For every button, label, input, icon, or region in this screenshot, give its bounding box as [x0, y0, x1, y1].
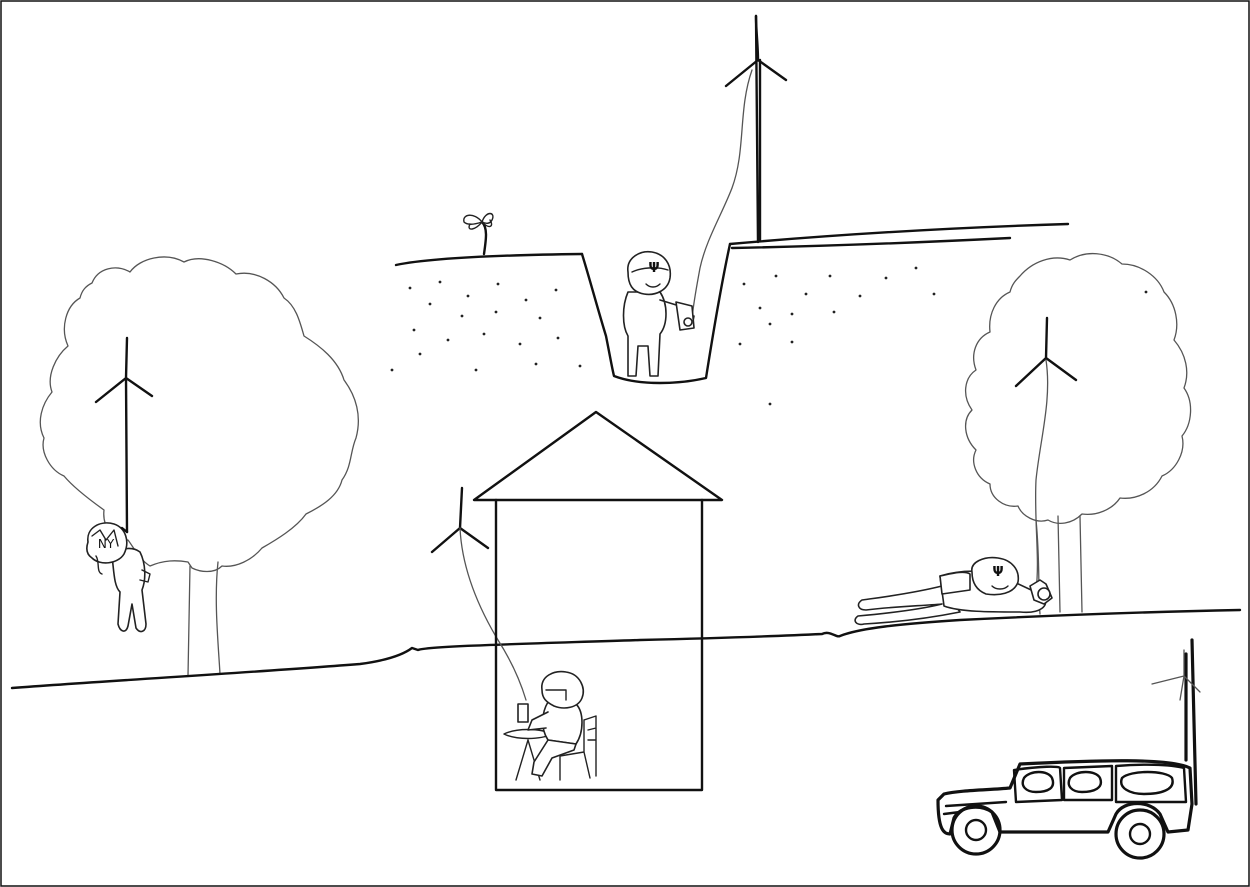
figure-lying: Ψ	[854, 556, 1053, 626]
soil-dots	[390, 266, 1148, 406]
vehicle-wheel-rear	[1114, 808, 1166, 860]
hill-line-left	[394, 252, 584, 267]
chair	[559, 715, 597, 781]
pit-figure-body	[622, 291, 667, 377]
vehicle-wheel-front	[950, 804, 1002, 856]
lying-figure-emblem: Ψ	[992, 565, 1003, 580]
pit-figure-emblem: Ψ	[648, 261, 659, 276]
tree-left	[39, 256, 359, 677]
phone-icon	[517, 703, 529, 723]
tree-left-trunk	[187, 561, 221, 677]
cable-house	[459, 527, 527, 701]
lying-figure-helmet	[971, 556, 1020, 596]
house-walls	[494, 498, 704, 792]
turbine-tree-left	[94, 336, 154, 534]
turbine-tree-right	[1014, 316, 1078, 591]
house	[472, 410, 724, 792]
turbine-vehicle	[1151, 649, 1201, 701]
turbine-top	[691, 14, 788, 319]
tree-right-canopy	[965, 253, 1192, 525]
vehicle-windows	[1012, 763, 1188, 804]
tree-left-canopy	[39, 256, 359, 573]
vehicle	[936, 638, 1198, 860]
hanging-cap-letters: NY	[98, 537, 115, 551]
turbine-house	[430, 486, 527, 701]
hill-line-right	[728, 222, 1070, 250]
cable-right	[1034, 359, 1049, 591]
house-roof	[472, 410, 724, 502]
ground-line	[10, 608, 1242, 690]
figure-hanging: NY	[86, 522, 151, 633]
figure-in-pit: Ψ	[622, 250, 695, 377]
lying-figure-legs	[854, 585, 961, 626]
hanging-body	[111, 547, 147, 633]
pit	[580, 242, 732, 385]
figure-in-house	[503, 670, 597, 781]
sprout-icon	[463, 212, 494, 256]
cable-top	[691, 69, 753, 319]
vehicle-mast	[1184, 638, 1198, 806]
